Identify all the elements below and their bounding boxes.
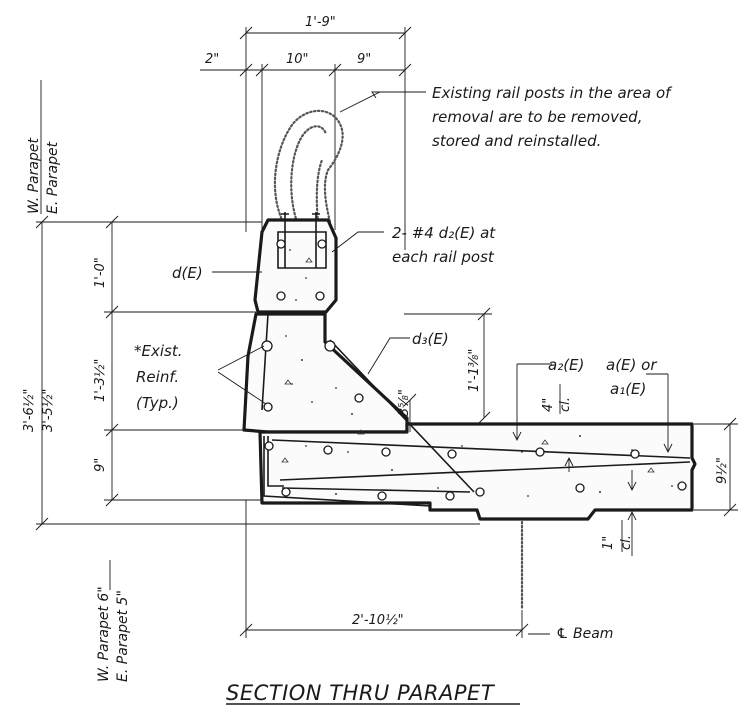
note-bars-line1: 2- #4 d₂(E) at xyxy=(392,224,496,242)
parapet-wall xyxy=(242,312,409,434)
dim-curb-height: 1'-0" xyxy=(93,257,108,288)
note-a1: a₁(E) xyxy=(610,380,646,398)
dim-e-height: 3'-5½" xyxy=(41,389,56,432)
label-w-parapet-bottom: W. Parapet 6" xyxy=(96,586,112,682)
dim-two-in: 2" xyxy=(205,52,219,67)
dim-nine-in: 9" xyxy=(357,52,371,67)
dim-deck-height: 9" xyxy=(93,458,108,472)
label-beam: ℄ Beam xyxy=(556,626,613,642)
reinforcement-bars xyxy=(261,212,691,507)
dim-inner-height: 1'-1⅜" xyxy=(467,349,482,392)
note-a2: a₂(E) xyxy=(548,356,584,374)
note-rail-posts-line3: stored and reinstalled. xyxy=(432,132,601,150)
label-e-parapet-bottom: E. Parapet 5" xyxy=(115,590,131,682)
dim-four-in: 4" xyxy=(541,398,556,412)
dim-one-in: 1" xyxy=(601,536,616,550)
dim-overall-top: 1'-9" xyxy=(305,15,336,30)
dim-clear-bottom: cl. xyxy=(619,535,634,550)
annotations: Existing rail posts in the area of remov… xyxy=(134,84,673,412)
note-d3: d₃(E) xyxy=(412,330,449,348)
dim-clear-top: cl. xyxy=(558,397,573,412)
note-dE: d(E) xyxy=(172,264,203,282)
note-exist-reinf-line2: Reinf. xyxy=(136,368,179,386)
note-rail-posts-line2: removal are to be removed, xyxy=(432,108,642,126)
note-a-or: a(E) or xyxy=(606,356,657,374)
dim-three-5-8: 3⅝" xyxy=(397,389,412,416)
note-bars-line2: each rail post xyxy=(392,248,495,266)
dim-total-width: 2'-10½" xyxy=(352,613,404,628)
note-exist-reinf-line3: (Typ.) xyxy=(136,394,179,412)
note-rail-posts-line1: Existing rail posts in the area of xyxy=(432,84,673,102)
note-exist-reinf-line1: *Exist. xyxy=(134,342,183,360)
concrete-stipple xyxy=(281,249,673,497)
label-e-parapet-top: E. Parapet xyxy=(45,141,61,214)
rail-post-outline xyxy=(273,109,344,224)
dim-ten-in: 10" xyxy=(286,52,309,67)
left-dimensions: 1'-0" 1'-3½" 9" 3'-6½" 3'-5½" W. Parapet… xyxy=(22,80,480,682)
dim-slab-thk: 9½" xyxy=(715,457,730,484)
dim-wall-height: 1'-3½" xyxy=(93,359,108,402)
dim-w-height: 3'-6½" xyxy=(22,389,37,432)
bottom-dimension: 2'-10½" ℄ Beam xyxy=(239,500,613,642)
label-w-parapet-top: W. Parapet xyxy=(26,138,42,214)
right-dimensions: 1'-1⅜" 3⅝" 4" cl. 9½" 1" cl. xyxy=(397,307,738,556)
top-dimensions: 1'-9" 2" 10" 9" xyxy=(200,15,412,250)
drawing-title: SECTION THRU PARAPET xyxy=(226,681,520,705)
page-title: SECTION THRU PARAPET xyxy=(226,681,496,705)
